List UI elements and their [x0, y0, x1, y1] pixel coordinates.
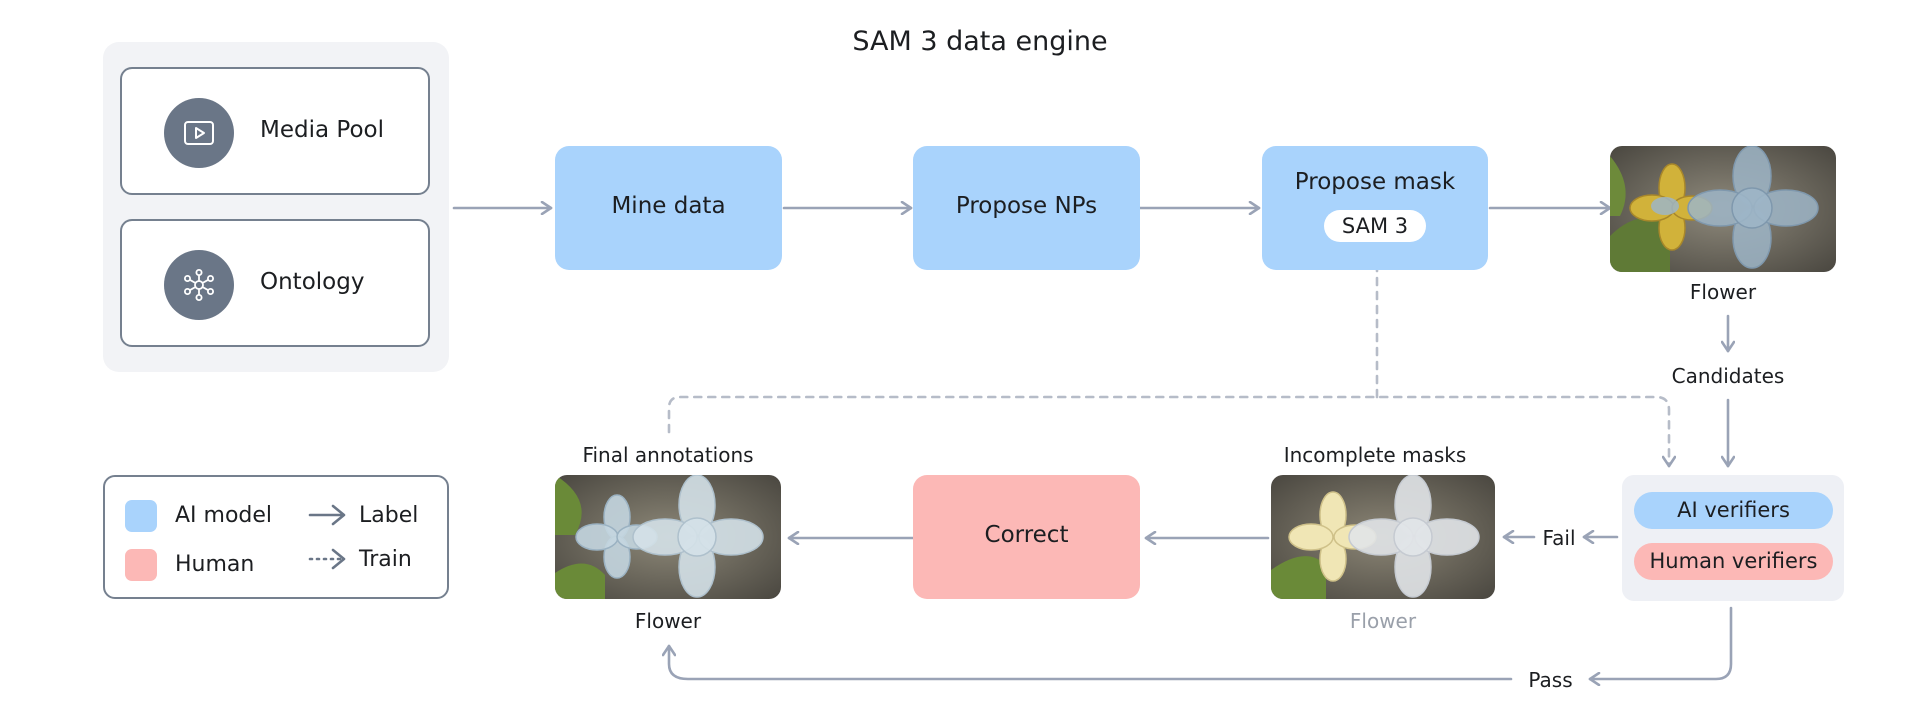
top-flower-caption: Flower [1689, 280, 1757, 304]
incomplete-masks-image [1271, 475, 1495, 599]
correct-label: Correct [984, 522, 1069, 548]
incomplete-masks-subcaption: Flower [1349, 609, 1417, 633]
fail-label: Fail [1542, 526, 1576, 550]
propose-mask-node: Propose mask SAM 3 [1262, 146, 1488, 270]
diagram-title: SAM 3 data engine [852, 26, 1108, 57]
propose-nps-label: Propose NPs [955, 193, 1098, 219]
train-dotted-line [667, 395, 1669, 468]
legend-dotted-arrow-icon [308, 548, 346, 570]
propose-nps-node: Propose NPs [913, 146, 1140, 270]
legend-human-swatch [125, 549, 157, 581]
line-pass-to-final [669, 644, 1513, 681]
final-annotations-caption: Final annotations [582, 443, 754, 467]
video-play-icon [164, 98, 234, 168]
ontology-card: Ontology [120, 219, 430, 347]
ai-verifiers-badge: AI verifiers [1634, 492, 1833, 529]
arrow-verifiers-to-pass [1588, 606, 1733, 679]
media-pool-card: Media Pool [120, 67, 430, 195]
final-annotations-subcaption: Flower [634, 609, 702, 633]
sam3-model-badge: SAM 3 [1324, 210, 1426, 242]
pass-label: Pass [1528, 668, 1573, 692]
legend-solid-arrow-icon [308, 504, 346, 526]
legend: AI model Human Label Train [103, 475, 449, 599]
legend-ai-label: AI model [175, 503, 273, 528]
propose-mask-label: Propose mask [1294, 169, 1456, 195]
final-annotations-image [555, 475, 781, 599]
legend-ai-swatch [125, 500, 157, 532]
correct-node: Correct [913, 475, 1140, 599]
legend-train-text: Train [359, 547, 412, 572]
ontology-label: Ontology [260, 269, 365, 295]
incomplete-masks-caption: Incomplete masks [1283, 443, 1467, 467]
human-verifiers-badge: Human verifiers [1634, 543, 1833, 580]
legend-human-label: Human [175, 552, 255, 577]
mine-data-label: Mine data [611, 193, 726, 219]
flower-candidate-image [1610, 146, 1836, 272]
legend-label-text: Label [359, 503, 419, 528]
candidates-label: Candidates [1671, 364, 1785, 388]
mine-data-node: Mine data [555, 146, 782, 270]
network-hub-icon [164, 250, 234, 320]
media-pool-label: Media Pool [260, 117, 384, 143]
